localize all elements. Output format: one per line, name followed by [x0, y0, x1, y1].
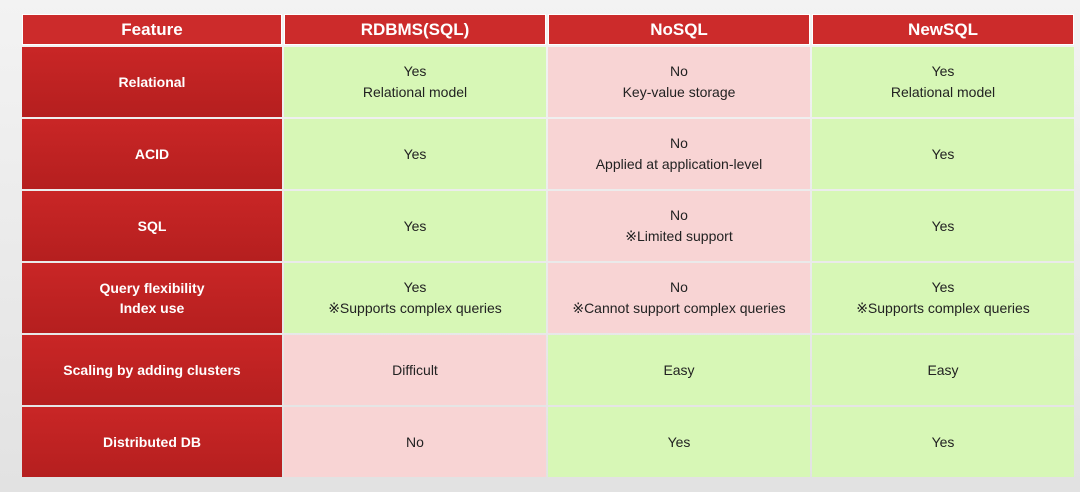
- cell-text: No: [670, 207, 688, 223]
- cell-text: Yes: [931, 63, 955, 79]
- feature-cell: ACID: [22, 119, 282, 189]
- header-newsql: NewSQL: [812, 14, 1074, 45]
- cell-text: Key-value storage: [622, 84, 736, 100]
- nosql-cell: Easy: [548, 335, 810, 405]
- nosql-cell: No ※Limited support: [548, 191, 810, 261]
- feature-label: Query flexibility: [99, 280, 205, 296]
- cell-text: No: [406, 433, 424, 450]
- cell-text: Yes: [403, 145, 427, 162]
- rdbms-cell: Yes: [284, 191, 546, 261]
- cell-text: No: [670, 63, 688, 79]
- cell-text: ※Cannot support complex queries: [572, 300, 786, 316]
- feature-cell: Relational: [22, 47, 282, 117]
- cell-text: No: [670, 279, 688, 295]
- feature-label: Index use: [119, 300, 185, 316]
- feature-label: Scaling by adding clusters: [63, 362, 241, 378]
- feature-label: SQL: [137, 218, 167, 234]
- table-row: Distributed DB No Yes Yes: [22, 407, 1074, 477]
- feature-cell: Scaling by adding clusters: [22, 335, 282, 405]
- cell-text: ※Limited support: [625, 228, 733, 244]
- cell-text: Easy: [927, 361, 959, 378]
- rdbms-cell: Yes ※Supports complex queries: [284, 263, 546, 333]
- header-rdbms: RDBMS(SQL): [284, 14, 546, 45]
- cell-text: Relational model: [890, 84, 996, 100]
- newsql-cell: Yes ※Supports complex queries: [812, 263, 1074, 333]
- rdbms-cell: Yes: [284, 119, 546, 189]
- newsql-cell: Yes: [812, 407, 1074, 477]
- comparison-table: Feature RDBMS(SQL) NoSQL NewSQL Relation…: [20, 12, 1076, 479]
- cell-text: Yes: [931, 433, 955, 450]
- cell-text: Applied at application-level: [595, 156, 763, 172]
- cell-text: Yes: [403, 279, 427, 295]
- rdbms-cell: No: [284, 407, 546, 477]
- table-row: Scaling by adding clusters Difficult Easy E…: [22, 335, 1074, 405]
- feature-label: Relational: [118, 74, 186, 90]
- cell-text: Difficult: [392, 361, 438, 378]
- feature-label: ACID: [134, 146, 170, 162]
- cell-text: ※Supports complex queries: [856, 300, 1030, 316]
- newsql-cell: Yes: [812, 119, 1074, 189]
- rdbms-cell: Difficult: [284, 335, 546, 405]
- header-row: Feature RDBMS(SQL) NoSQL NewSQL: [22, 14, 1074, 45]
- cell-text: Yes: [403, 63, 427, 79]
- cell-text: Yes: [403, 217, 427, 234]
- cell-text: Easy: [663, 361, 695, 378]
- feature-cell: SQL: [22, 191, 282, 261]
- cell-text: No: [670, 135, 688, 151]
- table-row: SQL Yes No ※Limited support Yes: [22, 191, 1074, 261]
- cell-text: Yes: [931, 145, 955, 162]
- header-nosql: NoSQL: [548, 14, 810, 45]
- newsql-cell: Easy: [812, 335, 1074, 405]
- cell-text: ※Supports complex queries: [328, 300, 502, 316]
- newsql-cell: Yes: [812, 191, 1074, 261]
- feature-cell: Distributed DB: [22, 407, 282, 477]
- header-feature: Feature: [22, 14, 282, 45]
- cell-text: Yes: [931, 279, 955, 295]
- nosql-cell: Yes: [548, 407, 810, 477]
- cell-text: Relational model: [362, 84, 468, 100]
- nosql-cell: No ※Cannot support complex queries: [548, 263, 810, 333]
- feature-label: Distributed DB: [103, 434, 201, 450]
- cell-text: Yes: [667, 433, 691, 450]
- cell-text: Yes: [931, 217, 955, 234]
